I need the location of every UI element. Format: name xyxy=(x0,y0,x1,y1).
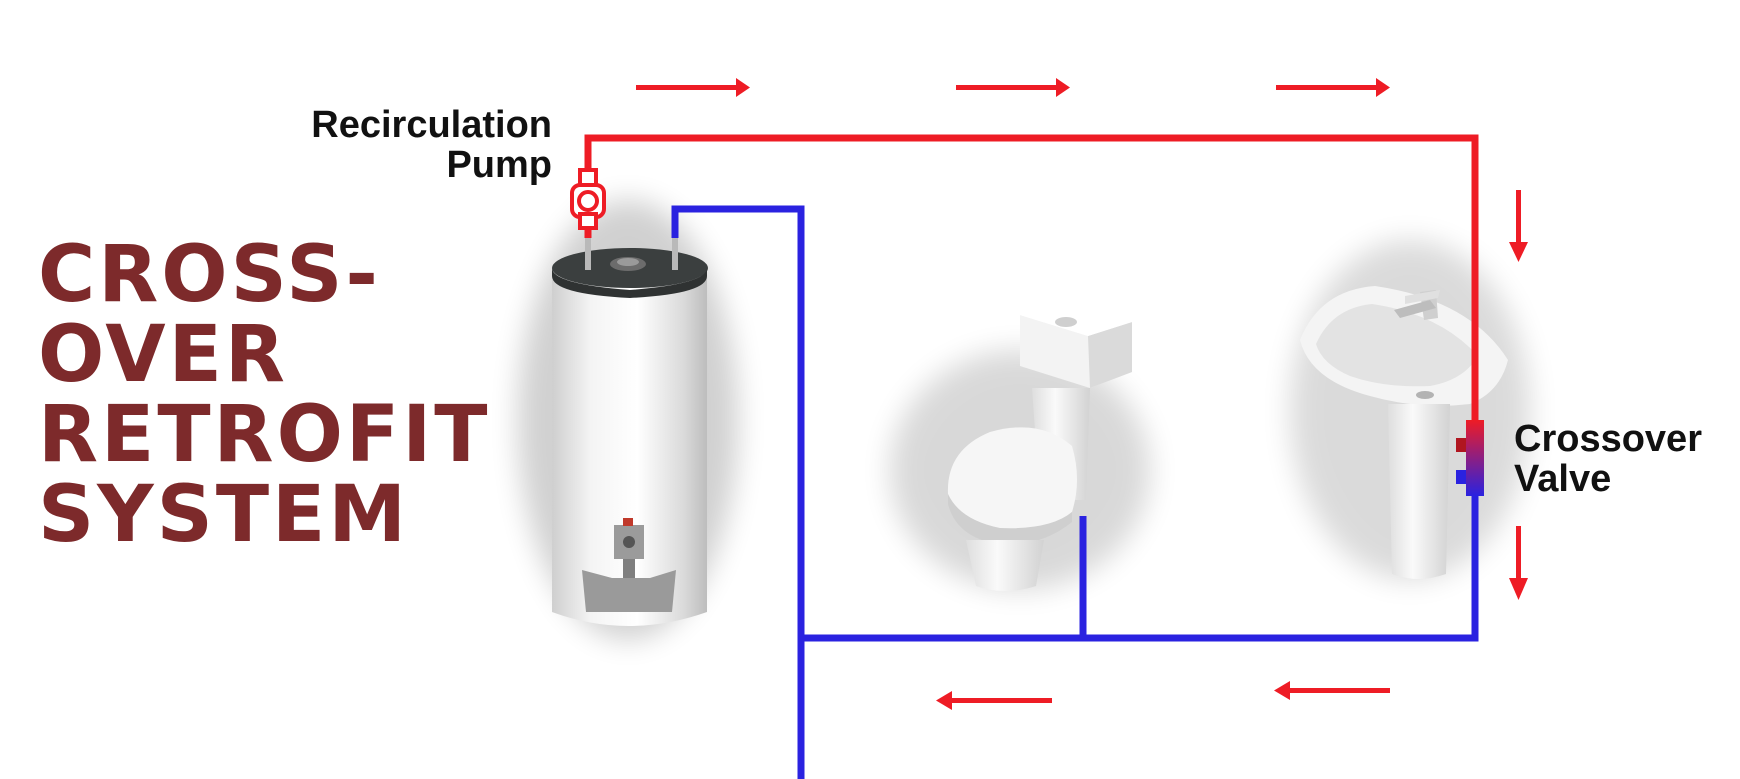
title-line-3: RETROFIT xyxy=(38,390,491,480)
flow-arrow-icon xyxy=(956,78,1070,97)
flow-arrow-icon xyxy=(1509,190,1528,262)
flow-arrow-icon xyxy=(1509,526,1528,600)
title-line-4: SYSTEM xyxy=(38,470,409,560)
flow-arrow-icon xyxy=(636,78,750,97)
toilet-icon xyxy=(890,300,1150,591)
valve-icon xyxy=(1456,420,1484,496)
flow-arrow-icon xyxy=(1276,78,1390,97)
title-line-1: CROSS- xyxy=(38,230,381,320)
water-heater-icon xyxy=(518,200,738,640)
valve-label-line-2: Valve xyxy=(1514,457,1612,500)
pump-label-line-1: Recirculation xyxy=(311,104,552,146)
flow-arrow-icon xyxy=(1274,681,1390,700)
pump-label: Recirculation Pump xyxy=(240,104,552,186)
valve-label-line-1: Crossover xyxy=(1514,418,1702,460)
sink-icon xyxy=(1290,240,1530,580)
valve-label: Crossover Valve xyxy=(1514,418,1734,500)
flow-arrows xyxy=(636,78,1528,710)
pump-label-line-2: Pump xyxy=(446,143,552,186)
title-line-2: OVER xyxy=(38,310,288,400)
pump-icon xyxy=(570,168,606,230)
cold-water-line xyxy=(671,205,1479,779)
flow-arrow-icon xyxy=(936,691,1052,710)
